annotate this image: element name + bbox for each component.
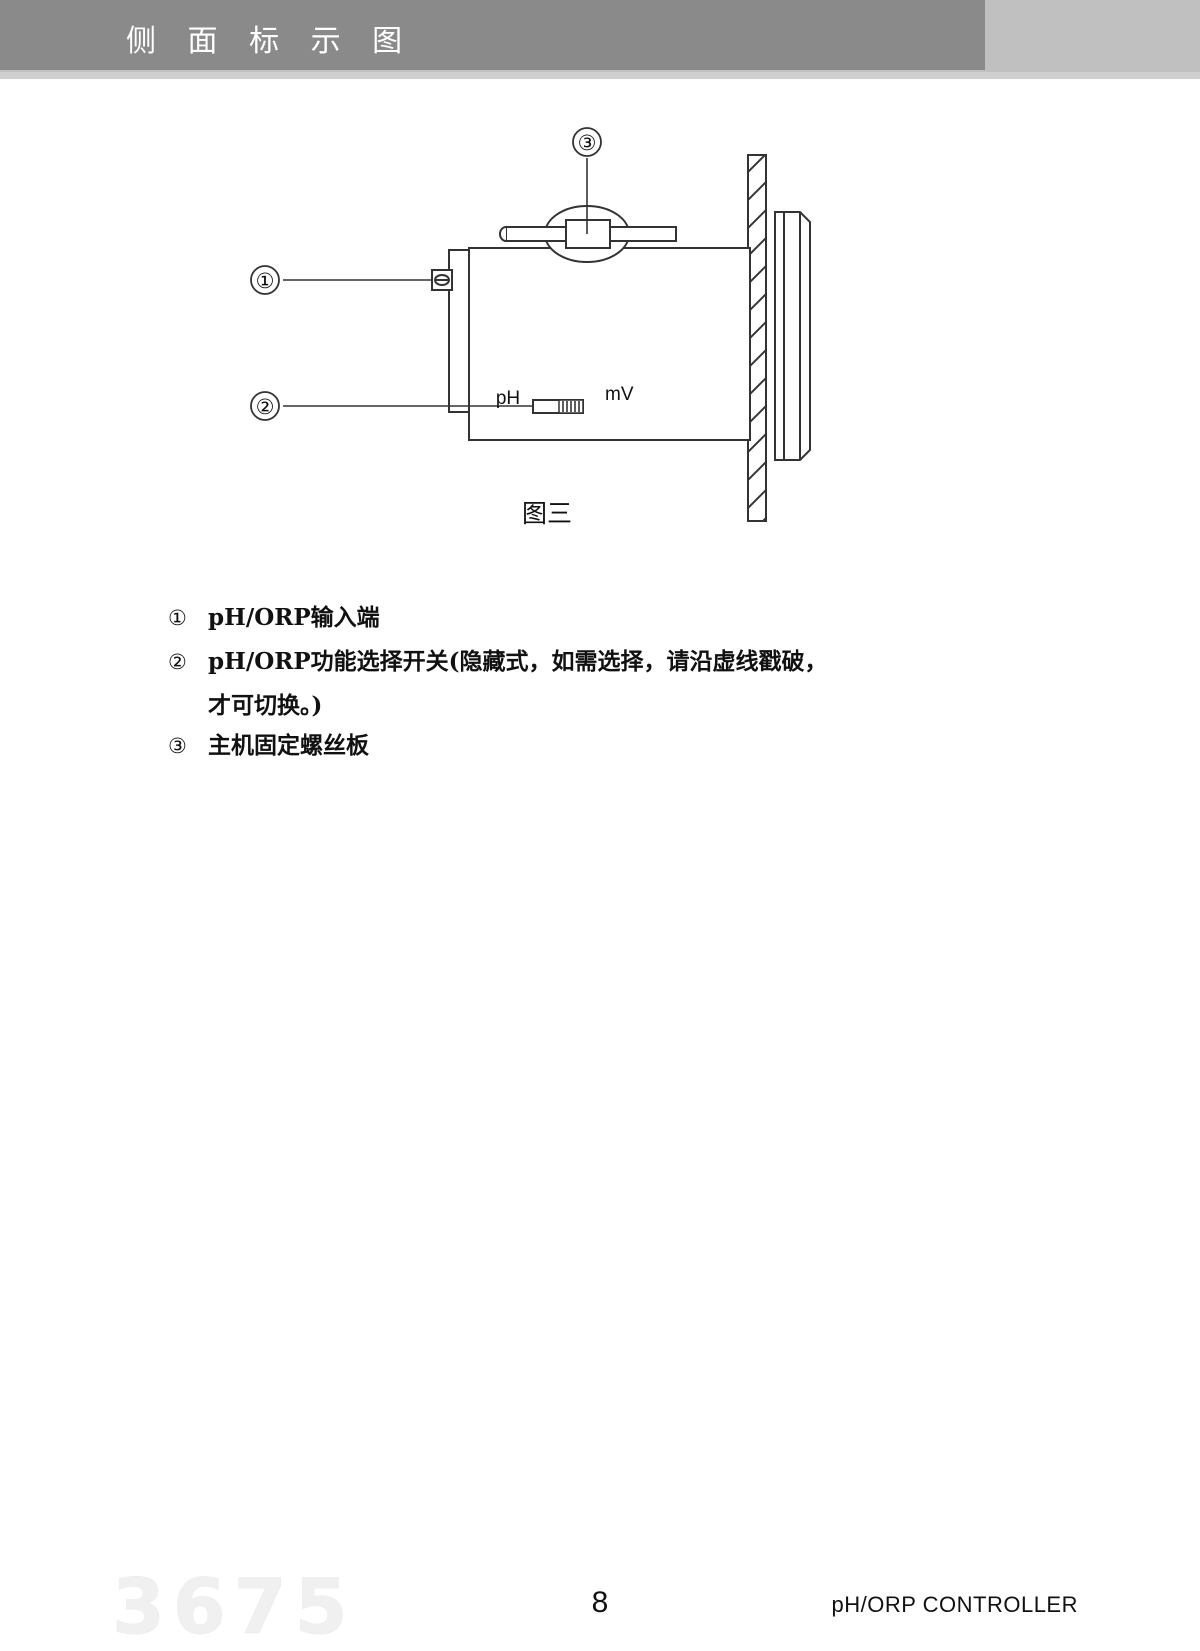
legend-text-1: pH/ORP输入端 (208, 604, 380, 631)
callout-3-number: ③ (578, 131, 597, 155)
callout-marker-1: ① (250, 265, 280, 295)
legend-marker-1: ① (168, 606, 187, 630)
legend-list: ① pH/ORP输入端 ② pH/ORP功能选择开关(隐藏式，如需选择，请沿虚线… (168, 598, 1028, 770)
callout-marker-2: ② (250, 391, 280, 421)
callout-leader-lines (283, 158, 588, 407)
controller-body (448, 247, 751, 441)
side-view-diagram: ① ② ③ pH mV 图三 (0, 86, 1200, 556)
page-footer: 3675 8 pH/ORP CONTROLLER (0, 780, 1200, 1651)
legend-text-2-continuation: 才可切换。) (208, 692, 323, 719)
page-header: 侧 面 标 示 图 (0, 0, 1200, 80)
page-title: 侧 面 标 示 图 (126, 24, 414, 59)
callout-marker-3: ③ (572, 127, 602, 157)
front-bezel-panel (774, 211, 811, 461)
switch-label-ph: pH (496, 388, 520, 409)
product-name: pH/ORP CONTROLLER (831, 1592, 1078, 1617)
legend-text-2: pH/ORP功能选择开关(隐藏式，如需选择，请沿虚线戳破， (208, 648, 828, 675)
legend-marker-3: ③ (168, 734, 187, 758)
legend-text-3: 主机固定螺丝板 (208, 732, 369, 759)
ph-mv-selector-switch (532, 399, 584, 414)
callout-2-number: ② (256, 395, 275, 419)
legend-item-1: ① pH/ORP输入端 (168, 598, 1028, 638)
header-bar-dark (0, 0, 985, 70)
ph-orp-input-connector (431, 269, 453, 291)
legend-item-2: ② pH/ORP功能选择开关(隐藏式，如需选择，请沿虚线戳破， (168, 642, 1028, 682)
switch-label-mv: mV (605, 384, 634, 405)
legend-item-3: ③ 主机固定螺丝板 (168, 726, 1028, 766)
header-underline (0, 72, 1200, 79)
legend-marker-2: ② (168, 650, 187, 674)
figure-caption: 图三 (522, 499, 572, 528)
callout-1-number: ① (256, 269, 275, 293)
